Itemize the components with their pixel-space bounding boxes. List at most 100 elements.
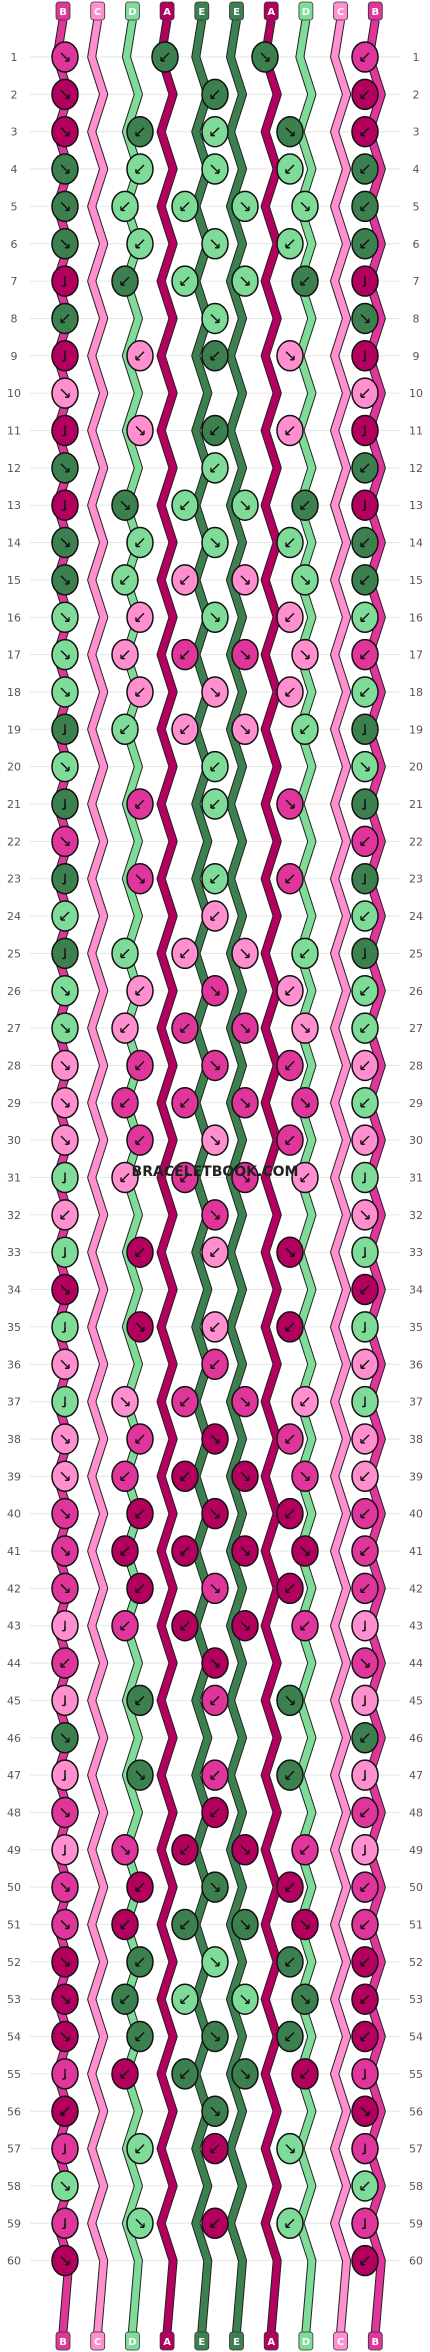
knot (201, 414, 229, 447)
knot (351, 1983, 379, 2015)
knot-arrow-head (180, 1028, 185, 1033)
knot-arrow-icon (135, 1695, 145, 1705)
knot (351, 676, 379, 708)
knot-arrow-icon (285, 612, 295, 622)
knot-arrow-head (215, 1513, 220, 1519)
knot-arrow-head (120, 1476, 125, 1481)
knot-arrow-head (245, 206, 250, 212)
knot-arrow-head (245, 1551, 250, 1556)
knot-arrow-icon (135, 1060, 145, 1070)
knot-arrow-icon (300, 1471, 310, 1481)
row-number-right: 52 (409, 1956, 423, 1969)
knot-arrow-icon (120, 650, 130, 660)
knot (351, 1049, 379, 1082)
knot-arrow-icon (240, 575, 250, 585)
knot-arrow-head (360, 243, 365, 249)
knot (351, 115, 379, 148)
knot-arrow-head (300, 505, 305, 510)
knot-arrow-head (245, 654, 250, 660)
svg-text:B: B (59, 7, 67, 18)
knot-arrow-head (135, 1700, 140, 1706)
knot-arrow-icon (60, 1957, 70, 1967)
knot-arrow-head (65, 542, 70, 548)
knot (51, 1199, 79, 1231)
knot-arrow-head (360, 131, 365, 137)
knot (126, 1049, 154, 1082)
knot-arrow-icon (360, 1098, 370, 1108)
knot (351, 900, 379, 932)
knot-arrow-icon (210, 2032, 220, 2042)
knot (51, 302, 79, 335)
knot-arrow-head (215, 691, 220, 697)
row-number-right: 54 (409, 2031, 423, 2044)
knot-arrow-head (65, 94, 70, 100)
knot-arrow-icon (135, 239, 145, 249)
row-number-right: 45 (409, 1694, 423, 1707)
knot (201, 1423, 229, 1455)
knot (51, 750, 79, 783)
knot-arrow-icon (360, 1733, 370, 1743)
row-number-right: 5 (413, 200, 420, 213)
knot-arrow-icon (240, 1920, 250, 1929)
knot-arrow-head (362, 2074, 366, 2080)
svg-text:B: B (371, 7, 379, 18)
string-label: D (125, 1, 140, 21)
knot-arrow-head (65, 169, 70, 174)
knot-arrow-head (360, 1551, 365, 1556)
knot (171, 265, 199, 297)
row-number-left: 31 (7, 1172, 21, 1185)
row-number-left: 22 (7, 835, 21, 848)
knot (171, 489, 199, 521)
knot (351, 377, 379, 409)
knot-arrow-head (62, 2224, 66, 2229)
knot-arrow-icon (210, 1434, 220, 1444)
knot (51, 1273, 79, 1306)
row-number-right: 35 (409, 1321, 423, 1334)
knot (51, 825, 79, 858)
knot-arrow-icon (285, 1060, 295, 1070)
knot (291, 1908, 319, 1941)
knot-arrow-icon (60, 1920, 70, 1929)
knot (291, 564, 319, 596)
row-number-left: 1 (11, 51, 18, 64)
knot-arrow-icon (60, 762, 70, 772)
row-number-right: 37 (409, 1396, 423, 1409)
knot (276, 1124, 304, 1156)
row-number-right: 26 (409, 985, 423, 998)
string-label: D (298, 1, 314, 21)
knot-arrow-head (215, 542, 220, 548)
knot (201, 1049, 229, 1082)
knot-arrow-icon (210, 164, 220, 174)
knot-arrow-head (180, 1102, 185, 1108)
knot-arrow-head (65, 1812, 70, 1818)
knot-arrow-head (180, 1924, 185, 1930)
string-label: E (194, 1, 210, 21)
knot-arrow-icon (360, 1807, 370, 1817)
svg-text:A: A (163, 7, 171, 18)
knot (51, 601, 79, 633)
knot (51, 78, 79, 111)
knot (231, 1161, 259, 1194)
knot (231, 564, 259, 596)
row-number-left: 55 (7, 2068, 21, 2081)
knot-arrow-icon (360, 239, 370, 249)
knot (231, 1834, 259, 1866)
knot-arrow-icon (120, 948, 130, 958)
knot-arrow-head (245, 1177, 250, 1183)
thread-strand (261, 19, 281, 2333)
knot-arrow-icon (60, 2181, 70, 2191)
string-label: E (194, 2331, 210, 2351)
knot (276, 1572, 304, 1605)
knot-arrow-icon (240, 724, 250, 734)
knot (201, 2095, 229, 2127)
knot (276, 2207, 304, 2240)
knot-arrow-head (135, 804, 140, 809)
knot-arrow-head (210, 878, 215, 884)
knot-arrow-head (215, 2036, 220, 2042)
knot-arrow-icon (180, 2069, 190, 2079)
knot (51, 1161, 79, 1194)
knot-arrow-head (62, 282, 66, 287)
knot (351, 1311, 379, 1343)
